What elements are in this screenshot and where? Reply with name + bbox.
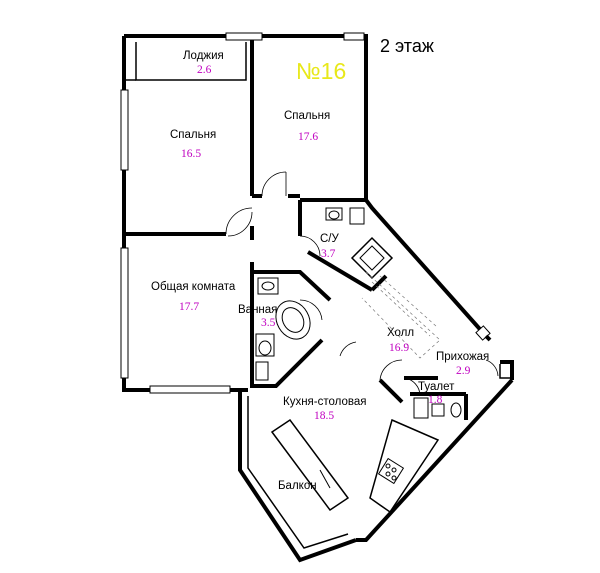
room-name-loggia: Лоджия: [183, 50, 224, 62]
room-area-hall: 16.9: [389, 342, 409, 354]
room-name-hall: Холл: [387, 327, 414, 339]
room-area-kitchen: 18.5: [314, 410, 334, 422]
room-area-bath: 3.5: [261, 317, 276, 329]
room-area-entry: 2.9: [456, 365, 471, 377]
floor-label: 2 этаж: [380, 36, 434, 56]
room-name-bedroom-right: Спальня: [284, 110, 330, 122]
room-name-balcony: Балкон: [278, 480, 317, 492]
room-labels: Лоджия 2.6 Спальня 16.5 Спальня 17.6 С/У…: [151, 50, 489, 492]
fixtures: [255, 207, 462, 512]
room-name-wc1: С/У: [320, 233, 340, 245]
room-name-living: Общая комната: [151, 281, 236, 293]
room-area-bedroom-left: 16.5: [181, 148, 201, 160]
room-name-kitchen: Кухня-столовая: [283, 396, 366, 408]
room-area-wc1: 3.7: [321, 248, 336, 260]
room-name-toilet: Туалет: [418, 381, 455, 393]
exterior-walls: [120, 32, 514, 563]
room-name-bedroom-left: Спальня: [170, 129, 216, 141]
interior-walls: [124, 40, 468, 514]
room-name-entry: Прихожая: [436, 351, 489, 363]
room-area-toilet: 1.8: [428, 394, 443, 406]
apartment-number: №16: [296, 58, 346, 84]
room-area-loggia: 2.6: [197, 64, 212, 76]
room-area-bedroom-right: 17.6: [298, 131, 318, 143]
room-area-living: 17.7: [179, 301, 199, 313]
room-name-bath: Ванная: [238, 304, 277, 316]
door-swings: [225, 171, 499, 397]
